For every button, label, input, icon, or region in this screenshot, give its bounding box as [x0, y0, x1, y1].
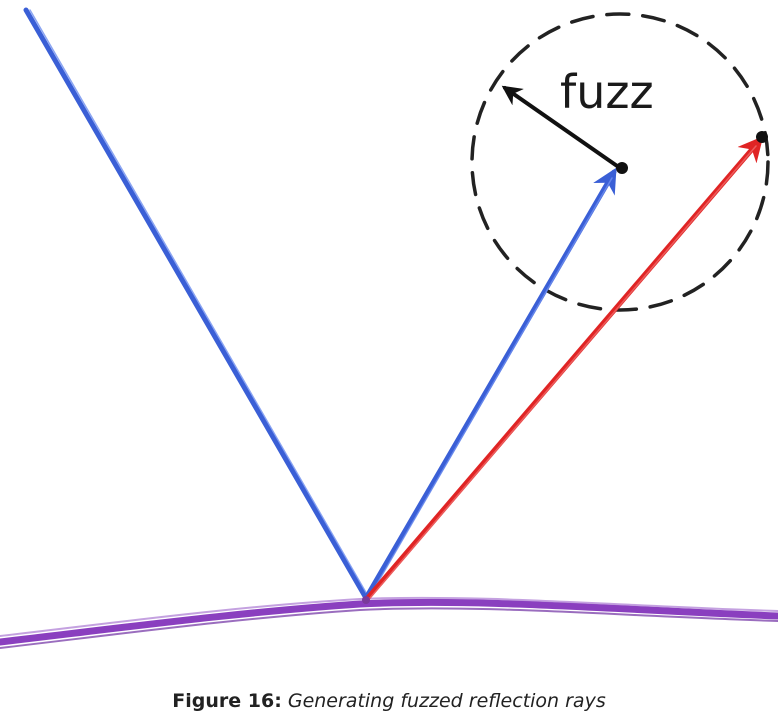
reflected-endpoint-dot	[616, 162, 628, 174]
hit-point-dot	[362, 596, 370, 604]
figure-caption: Figure 16: Generating fuzzed reflection …	[0, 690, 778, 712]
fuzz-radius-arrow	[501, 85, 622, 170]
fuzzed-endpoint-dot	[756, 131, 768, 143]
fuzzed-ray	[363, 136, 764, 603]
surface	[0, 596, 778, 649]
incident-ray	[23, 7, 369, 601]
caption-text: Generating fuzzed reflection rays	[287, 690, 606, 712]
reflected-ray	[363, 167, 617, 601]
caption-label: Figure 16:	[172, 690, 282, 712]
fuzz-reflection-diagram: fuzz	[0, 7, 778, 649]
fuzz-sphere	[470, 12, 770, 312]
fuzz-label: fuzz	[560, 65, 654, 119]
